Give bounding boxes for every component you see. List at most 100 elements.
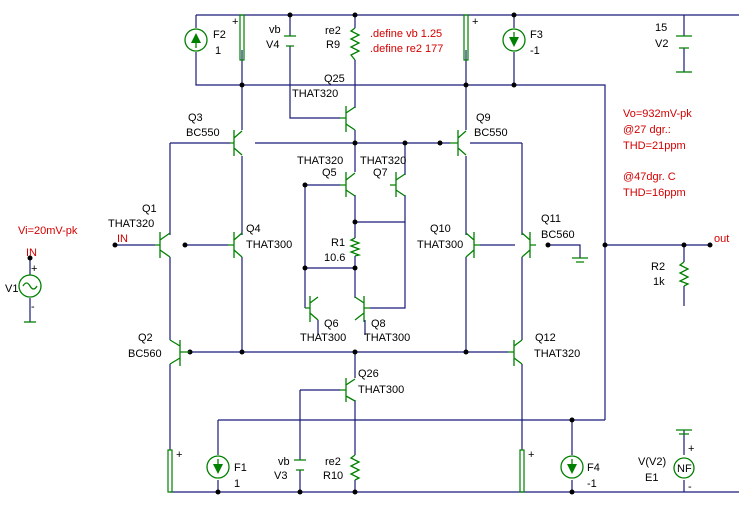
battery-V2 [676, 35, 692, 73]
polarity-plus: + [528, 449, 534, 461]
resistor-R9 [349, 27, 361, 61]
input-note: Vi=20mV-pk [18, 225, 78, 237]
transistor-Q3 [230, 130, 243, 156]
label-Q26-value: THAT300 [358, 384, 404, 396]
junction-dots [27, 12, 713, 495]
label-V3-ref: V3 [274, 470, 287, 482]
label-R1-ref: R1 [331, 237, 345, 249]
label-Q6-value: THAT300 [300, 332, 346, 344]
label-F4-ref: F4 [587, 462, 600, 474]
label-Q9-value: BC550 [474, 127, 508, 139]
label-Q9-ref: Q9 [476, 112, 491, 124]
label-Q11-ref: Q11 [541, 213, 561, 225]
output-note-line: @47dgr. C [623, 171, 676, 183]
label-Q10-ref: Q10 [430, 223, 451, 235]
resistor-R1 [349, 237, 362, 257]
output-note-line: THD=16ppm [623, 187, 686, 199]
label-V1-ref: V1 [5, 283, 18, 295]
transistor-Q2 [169, 339, 190, 366]
label-Q8-value: THAT300 [364, 332, 410, 344]
wires [29, 14, 739, 493]
label-V4-ref: V4 [266, 39, 279, 51]
label-Q1-ref: Q1 [142, 203, 157, 215]
transistor-Q6 [305, 296, 319, 322]
polarity-minus: - [688, 481, 692, 493]
output-note-line: THD=21ppm [623, 140, 686, 152]
transistor-Q4 [228, 232, 243, 258]
current-source-F4 [560, 455, 584, 479]
label-R1-value: 10.6 [324, 252, 345, 264]
label-Q12-ref: Q12 [535, 332, 556, 344]
resistor-R10 [349, 454, 361, 481]
label-Q3-value: BC550 [186, 127, 220, 139]
transistor-Q10 [465, 232, 480, 258]
label-F1-ref: F1 [234, 462, 247, 474]
ac-source-V1 [18, 274, 42, 323]
transistor-Q5 [340, 172, 356, 197]
label-Q3-ref: Q3 [188, 112, 203, 124]
label-R2-value: 1k [653, 276, 665, 288]
label-Q8-ref: Q8 [371, 318, 386, 330]
polarity-plus: + [31, 263, 37, 275]
label-F2-ref: F2 [213, 29, 226, 41]
label-Q2-ref: Q2 [138, 332, 153, 344]
transistor-Q7 [390, 172, 406, 197]
net-label-in-source: IN [26, 247, 37, 259]
label-Q4-ref: Q4 [246, 223, 261, 235]
label-Q7-value: THAT320 [360, 155, 406, 167]
label-F1-value: 1 [234, 478, 240, 490]
polarity-plus: + [688, 443, 694, 455]
polarity-minus: - [31, 301, 35, 313]
current-source-F1 [206, 455, 230, 479]
transistor-Q26 [340, 378, 356, 402]
transistor-Q12 [521, 232, 536, 258]
directive-re2: .define re2 177 [370, 43, 443, 55]
net-label-out: out [714, 233, 729, 245]
battery-V4 [284, 35, 296, 47]
label-F3-ref: F3 [530, 29, 543, 41]
noise-source-E1 [673, 429, 695, 479]
label-Q25-value: THAT320 [292, 88, 338, 100]
label-Q11-value: BC560 [541, 229, 575, 241]
label-V4-value: vb [269, 24, 281, 36]
label-R10-value: re2 [325, 456, 341, 468]
transistor-Q1 [155, 232, 171, 258]
sense-bars [167, 14, 525, 493]
label-R9-value: re2 [325, 25, 341, 37]
transistor-Q8 [354, 296, 370, 322]
label-Q2-value: BC560 [128, 348, 162, 360]
directive-vb: .define vb 1.25 [370, 28, 442, 40]
label-V2-value: 15 [655, 22, 667, 34]
net-label-in: IN [117, 233, 128, 245]
noise-source-label: NF [677, 463, 692, 475]
output-note-line: @27 dgr.: [623, 124, 671, 136]
label-Q25-ref: Q25 [324, 73, 345, 85]
label-Q26-ref: Q26 [358, 368, 379, 380]
label-V3-value: vb [278, 456, 290, 468]
output-note-line: Vo=932mV-pk [623, 108, 692, 120]
transistor-Q25 [340, 106, 356, 132]
label-Q5-value: THAT320 [297, 155, 343, 167]
polarity-plus: + [472, 16, 478, 28]
label-R10-ref: R10 [323, 470, 343, 482]
label-R2-ref: R2 [651, 261, 665, 273]
current-source-F3 [502, 28, 526, 52]
label-Q10-value: THAT300 [417, 239, 463, 251]
transistor-Q9 [450, 130, 467, 156]
label-R9-ref: R9 [326, 39, 340, 51]
label-F2-value: 1 [215, 45, 221, 57]
label-F3-value: -1 [530, 45, 540, 57]
label-Q4-value: THAT300 [246, 239, 292, 251]
label-Q1-value: THAT320 [108, 218, 154, 230]
transistor-Q11 [508, 339, 523, 366]
label-Q6-ref: Q6 [324, 318, 339, 330]
battery-V3 [294, 459, 306, 471]
label-Q12-value: THAT320 [534, 348, 580, 360]
label-Q7-ref: Q7 [373, 167, 388, 179]
polarity-plus: + [176, 449, 182, 461]
label-E1-ref: E1 [645, 472, 658, 484]
ground-Q12 [572, 257, 588, 263]
polarity-plus: + [232, 16, 238, 28]
label-F4-value: -1 [587, 478, 597, 490]
